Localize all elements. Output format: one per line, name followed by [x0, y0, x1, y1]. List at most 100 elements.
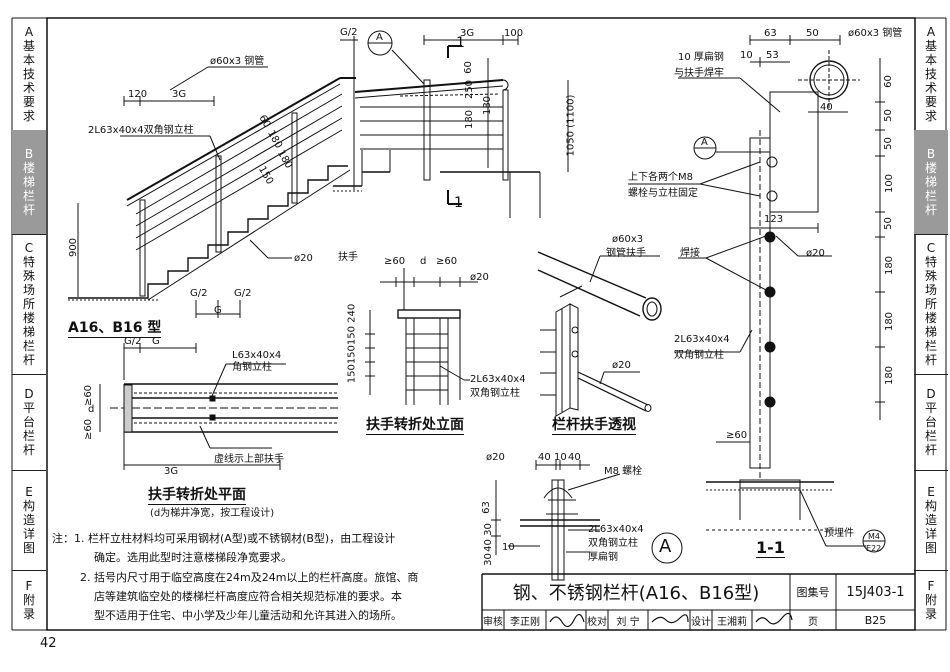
- reviewer-signature: [549, 613, 585, 628]
- d6-weld-label: 焊接: [680, 248, 700, 259]
- d2-ref-a: A: [376, 32, 383, 43]
- perspective-drawing: [537, 251, 662, 417]
- review-label: 审核: [483, 617, 503, 628]
- d6-flat-label: 10 厚扁钢: [678, 52, 724, 63]
- d6-v50b: 50: [882, 137, 894, 150]
- d7-post-label: 2L63x40x4: [588, 524, 644, 535]
- d2-dim-180b: 180: [482, 95, 494, 116]
- note-line-2: 确定。选用此型时注意楼梯段净宽要求。: [94, 551, 292, 564]
- d4-bar-label: ø20: [470, 272, 489, 283]
- d3-dim-g: G: [152, 336, 160, 347]
- d1-dim-120: 120: [128, 89, 148, 100]
- d5-pipe-label-2: 钢管扶手: [606, 248, 646, 259]
- note-line-1: 注：1. 栏杆立柱材料均可采用钢材(A型)或不锈钢材(B型)，由工程设计: [52, 532, 396, 545]
- d7-dim-10b: 10: [502, 542, 515, 553]
- note-line-5: 型不适用于住宅、中小学及少年儿童活动和允许其进入的场所。: [94, 609, 402, 622]
- d6-embed-ref-2: E22: [866, 544, 882, 553]
- d6-pipe-label: ø60x3 钢管: [848, 28, 903, 39]
- d4-post-label: 2L63x40x4: [470, 374, 526, 385]
- d6-dim-50: 50: [806, 28, 819, 39]
- d1-dim-900: 900: [68, 237, 80, 258]
- d1-bar-label: ø20: [294, 253, 313, 264]
- d6-flat-label-2: 与扶手焊牢: [674, 68, 724, 79]
- d3-dim-ge60a: ≥60: [83, 384, 95, 407]
- d7-dim-40: 40: [482, 539, 494, 552]
- d7-dim-40b: 40: [568, 452, 581, 463]
- d3-caption: 扶手转折处平面: [148, 484, 246, 505]
- d6-v180c: 180: [884, 365, 896, 386]
- page-code: B25: [864, 614, 887, 627]
- d3-dashed-label: 虚线示上部扶手: [214, 454, 284, 465]
- d7-post-label-2: 双角钢立柱: [588, 538, 638, 549]
- drawing-frame: [46, 17, 916, 631]
- check-label: 校对: [587, 617, 607, 628]
- d7-dim-30b: 30: [482, 553, 494, 566]
- checker-signature: [651, 614, 689, 624]
- d6-post-label: 2L63x40x4: [674, 334, 730, 345]
- d6-post-label-2: 双角钢立柱: [674, 350, 724, 361]
- d6-dim-10: 10: [740, 50, 753, 61]
- d2-dim-100: 100: [504, 28, 524, 39]
- reviewer-name: 李正刚: [510, 617, 540, 628]
- d5-pipe-label: ø60x3: [612, 234, 644, 245]
- d6-embed-label: 预埋件: [824, 528, 854, 539]
- d7-ref-a: A: [659, 536, 672, 557]
- d6-dim-53: 53: [766, 50, 779, 61]
- d1-dim-g2a: G/2: [190, 288, 208, 299]
- page-number: 42: [40, 636, 57, 651]
- d2-section-bottom: 1: [454, 195, 463, 211]
- d2-dim-g2: G/2: [340, 27, 358, 38]
- d6-dim-63: 63: [764, 28, 777, 39]
- d4-dim-ge60a: ≥60: [384, 256, 406, 267]
- d1-post-label: 2L63x40x4双角钢立柱: [88, 125, 194, 136]
- d3-angle-label: L63x40x4: [232, 350, 282, 361]
- d2-dim-3g: 3G: [460, 28, 475, 39]
- turn-plan-drawing: [99, 343, 338, 470]
- d6-dim-123: 123: [764, 214, 784, 225]
- d6-dim-40: 40: [820, 102, 833, 113]
- d6-v100: 100: [884, 173, 896, 194]
- d1-caption: A16、B16 型: [68, 317, 162, 338]
- detail-a-drawing: [491, 460, 683, 581]
- note-line-3: 2. 括号内尺寸用于临空高度在24m及24m以上的栏杆高度。旅馆、商: [80, 571, 419, 584]
- drawing-title: 钢、不锈钢栏杆(A16、B16型): [512, 583, 760, 604]
- atlas-number: 15J403-1: [846, 584, 905, 600]
- designer-name: 王湘莉: [717, 617, 747, 628]
- d7-dim-10: 10: [554, 452, 567, 463]
- d3-angle-label-2: 角钢立柱: [232, 362, 272, 373]
- turn-elevation-drawing: [365, 268, 478, 405]
- atlas-label: 图集号: [796, 586, 830, 599]
- d1-dim-g: G: [214, 305, 222, 316]
- page-label: 页: [808, 617, 818, 628]
- d6-embed-ref: M4: [868, 532, 880, 541]
- d5-bar-label: ø20: [612, 360, 631, 371]
- d3-dim-g2: G/2: [124, 336, 142, 347]
- d6-v180b: 180: [884, 311, 896, 332]
- d7-dim-30: 30: [482, 523, 494, 536]
- d2-dim-height: 1050 (1100): [565, 94, 577, 157]
- d6-bolt-label-2: 螺栓与立柱固定: [628, 188, 698, 199]
- d2-dim-60: 60: [462, 61, 474, 74]
- d7-dim-40a: 40: [538, 452, 551, 463]
- d3-dim-3g: 3G: [164, 466, 179, 477]
- d4-post-label-2: 双角钢立柱: [470, 388, 520, 399]
- d6-caption: 1-1: [756, 538, 785, 558]
- designer-signature: [755, 612, 793, 625]
- design-label: 设计: [691, 617, 711, 628]
- side-section-drawing: [333, 30, 569, 218]
- d7-flat-label: 厚扁钢: [588, 552, 618, 563]
- checker-name: 刘 宁: [616, 617, 640, 628]
- d2-dim-180a: 180: [464, 109, 476, 130]
